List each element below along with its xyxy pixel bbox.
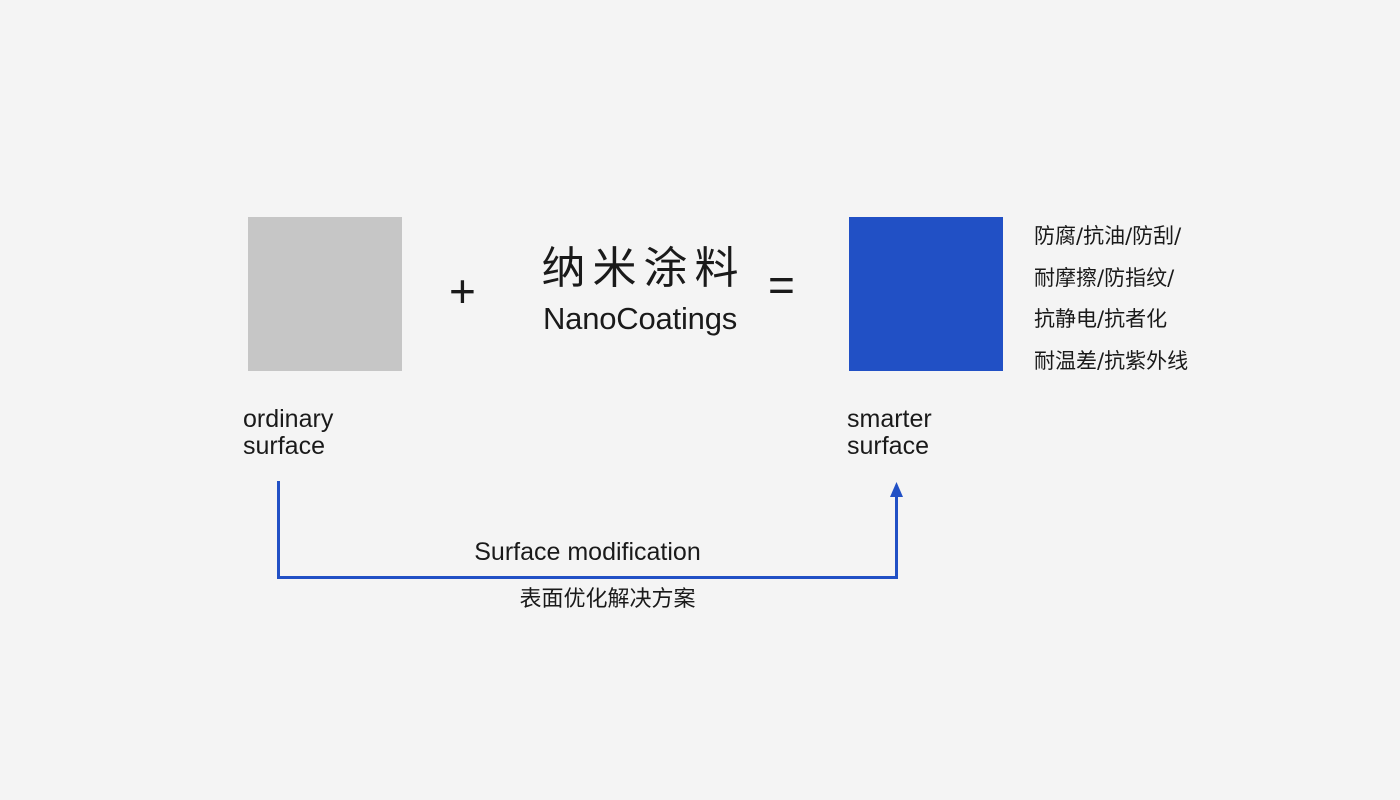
product-name-chinese: 纳米涂料	[541, 243, 746, 294]
smarter-surface-caption-line2: surface	[847, 432, 929, 460]
ordinary-surface-caption: ordinary surface	[243, 406, 333, 460]
product-name-english: NanoCoatings	[542, 300, 738, 336]
plus-operator-symbol: +	[449, 265, 476, 317]
product-label: 纳米涂料 NanoCoatings	[520, 243, 760, 336]
feature-list-item: 耐摩擦/防指纹/	[1034, 265, 1175, 290]
arrowhead-up-icon	[890, 482, 903, 497]
connector-label-english: Surface modification	[474, 538, 701, 566]
smarter-surface-caption-line1: smarter	[847, 405, 932, 433]
equals-operator-symbol: =	[768, 259, 795, 311]
connector-label-chinese: 表面优化解决方案	[519, 587, 696, 612]
feature-list: 防腐/抗油/防刮/ 耐摩擦/防指纹/ 抗静电/抗者化 耐温差/抗紫外线	[1034, 216, 1234, 382]
smarter-surface-caption: smarter surface	[847, 406, 932, 460]
ordinary-surface-caption-line2: surface	[243, 432, 325, 460]
smarter-surface-swatch	[849, 217, 1003, 371]
ordinary-surface-caption-line1: ordinary	[243, 405, 334, 433]
feature-list-item: 抗静电/抗者化	[1034, 307, 1168, 331]
feature-list-item: 防腐/抗油/防刮/	[1034, 224, 1182, 248]
ordinary-surface-swatch	[248, 217, 402, 371]
feature-list-item: 耐温差/抗紫外线	[1034, 348, 1189, 373]
